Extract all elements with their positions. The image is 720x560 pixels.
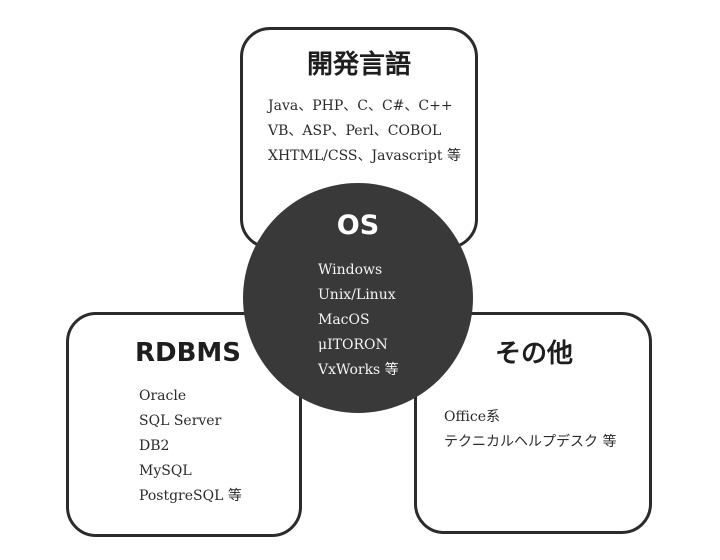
other-title: その他 [495,339,574,369]
list-item: VxWorks 等 [318,362,399,378]
list-item: Unix/Linux [318,287,396,303]
list-item: テクニカルヘルプデスク 等 [444,434,617,450]
os-title: OS [336,210,380,241]
other-list: Office系 テクニカルヘルプデスク 等 [444,405,616,455]
list-item: Office系 [444,409,501,425]
list-item: MacOS [318,312,370,328]
list-item: XHTML/CSS、Javascript 等 [268,148,461,164]
list-item: VB、ASP、Perl、COBOL [268,123,442,139]
dev-languages-list: Java、PHP、C、C#、C++ VB、ASP、Perl、COBOL XHTM… [268,94,461,169]
list-item: Java、PHP、C、C#、C++ [268,98,453,114]
list-item: Windows [318,262,383,278]
list-item: Oracle [139,388,187,404]
os-list: Windows Unix/Linux MacOS μITORON VxWorks… [318,258,399,383]
rdbms-list: Oracle SQL Server DB2 MySQL PostgreSQL 等 [139,384,242,509]
os-circle: OS Windows Unix/Linux MacOS μITORON VxWo… [243,183,473,413]
rdbms-title: RDBMS [135,338,242,368]
list-item: DB2 [139,438,170,454]
list-item: μITORON [318,337,388,353]
list-item: MySQL [139,463,192,479]
list-item: PostgreSQL 等 [139,488,242,504]
list-item: SQL Server [139,413,222,429]
dev-languages-title: 開発言語 [306,50,411,80]
